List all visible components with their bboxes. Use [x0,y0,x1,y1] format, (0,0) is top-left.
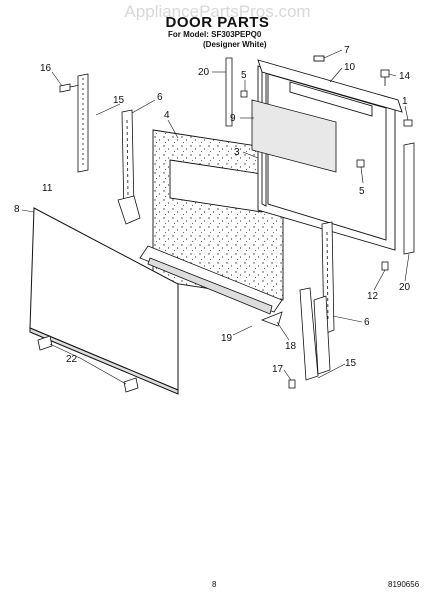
callout-22: 22 [66,354,78,365]
part-17-screw [288,379,296,389]
callout-10: 10 [344,62,356,73]
callout-16: 16 [40,63,52,74]
callout-17: 17 [272,364,284,375]
part-16-screw [59,83,81,93]
callout-3: 3 [234,147,240,158]
model-line: For Model: SF303PEPQ0 [168,30,262,39]
part-12-screw [381,261,389,271]
callout-18: 18 [285,341,297,352]
callout-1: 1 [402,96,408,107]
callout-14: 14 [399,71,411,82]
callout-19: 19 [221,333,233,344]
part-5-clip-right [356,159,365,168]
part-1-clip [403,119,413,127]
leader-lines [21,49,410,385]
part-5-clip-top [240,90,248,98]
callout-15-right: 15 [345,358,357,369]
callout-5-top: 5 [241,70,247,81]
callout-20-right: 20 [399,282,411,293]
callout-12: 12 [367,291,379,302]
part-22-bumpers [37,335,139,393]
callout-15-left: 15 [113,95,125,106]
part-15-hinge-rod-right [299,287,331,381]
part-4-inner-door-panel [152,129,284,301]
callout-11: 11 [42,183,53,194]
document-code: 8190656 [388,580,420,589]
callout-8: 8 [14,204,20,215]
part-9-window-glass [251,99,337,173]
page-title: DOOR PARTS [165,14,270,31]
part-7-top-trim [257,55,403,117]
callout-9: 9 [230,113,236,124]
callout-6-right: 6 [364,317,370,328]
part-20-strip-top [225,57,233,127]
callout-6-left: 6 [157,92,163,103]
variant-line: (Designer White) [203,40,267,49]
part-15-hinge-rod-left [77,73,89,173]
part-8-outer-glass [29,207,179,395]
callout-4: 4 [164,110,170,121]
callout-5-right: 5 [359,186,365,197]
page-number: 8 [212,580,217,589]
part-14-screw [380,69,390,86]
part-20-strip-right [403,142,415,255]
watermark: AppliancePartsPros.com [124,2,311,21]
callout-20-top: 20 [198,67,210,78]
part-6-hinge-left [117,109,141,225]
callout-7: 7 [344,45,350,56]
